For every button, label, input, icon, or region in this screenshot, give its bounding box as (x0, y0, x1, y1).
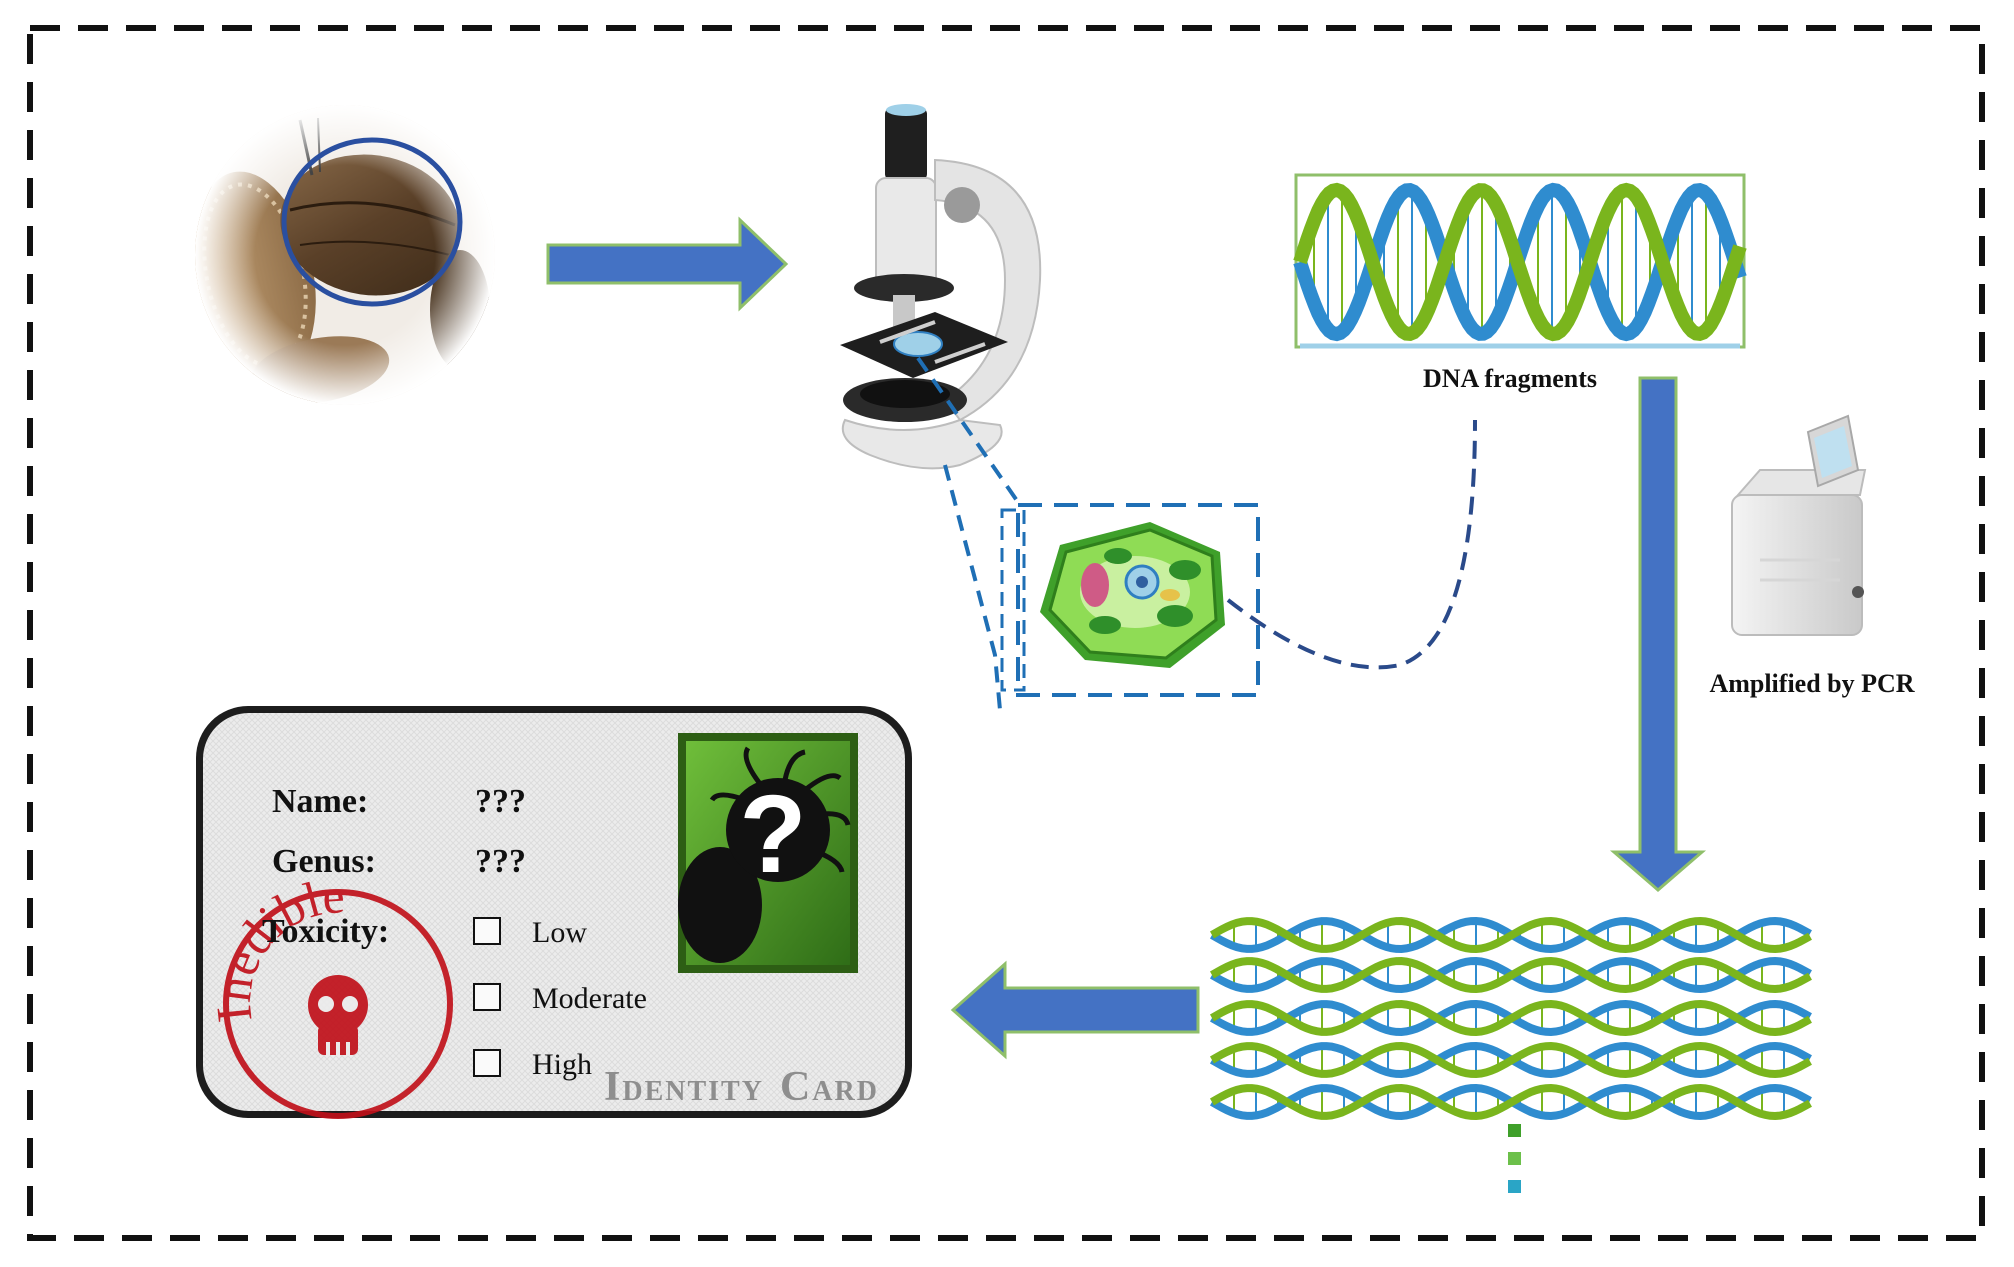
checkbox-low[interactable] (473, 917, 501, 945)
continuation-dots (1508, 1124, 1521, 1193)
amplified-dna-strand-strand-green (1209, 916, 1812, 954)
arrow-to-identity-card (950, 960, 1200, 1060)
amplified-dna-strand-strand-green (1209, 956, 1812, 994)
amplified-dna-strand (1209, 956, 1812, 994)
amplified-dna-strand (1209, 916, 1812, 954)
microscope-icon (840, 104, 1042, 470)
identity-card: Name: ??? Genus: ??? Inedible Toxicity: … (196, 706, 912, 1119)
card-name-value: ??? (475, 783, 526, 820)
card-name-label: Name: (272, 783, 368, 820)
zoom-line-to-dna (1226, 419, 1477, 670)
cell-zoom-box-outer (1016, 503, 1260, 697)
amplified-dna-strand-strand-green (1209, 1041, 1812, 1079)
zoom-line-left (943, 464, 1002, 711)
option-high-label: High (532, 1048, 592, 1081)
arrow-to-microscope (546, 216, 789, 312)
amplified-dna-strand (1209, 1041, 1812, 1079)
amplified-by-pcr-label: Amplified by PCR (1709, 669, 1914, 698)
amplified-dna-strand-strand-green (1209, 999, 1812, 1037)
option-low-label: Low (532, 916, 587, 949)
dna-fragment-helix (1293, 182, 1747, 342)
amplified-dna-strand (1209, 999, 1812, 1037)
arrow-pcr-amplification (1609, 376, 1707, 892)
card-toxicity-label: Toxicity: (262, 913, 389, 950)
option-moderate-label: Moderate (532, 982, 647, 1015)
dna-helix-icon (1293, 173, 1747, 349)
dna-fragment-helix-strand-green (1293, 182, 1747, 342)
card-genus-label: Genus: (272, 843, 376, 880)
cell-zoom-box-inner (1000, 508, 1026, 692)
amplified-dna-strand-strand-green (1209, 1083, 1812, 1121)
checkbox-high[interactable] (473, 1049, 501, 1077)
pcr-machine-icon (1731, 414, 1867, 636)
card-genus-value: ??? (475, 843, 526, 880)
checkbox-moderate[interactable] (473, 983, 501, 1011)
plant-cell-icon (1040, 522, 1225, 668)
amplified-dna-strand (1209, 1083, 1812, 1121)
dna-fragments-label: DNA fragments (1423, 364, 1597, 393)
mystery-organism-icon: ? (678, 733, 858, 973)
outer-dashed-frame (27, 25, 1985, 1241)
question-mark-glyph: ? (739, 773, 806, 896)
skull-icon (308, 975, 368, 1056)
seed-sample-icon (195, 105, 495, 405)
zoom-line-right (916, 356, 1022, 507)
amplified-dna-strands (1209, 916, 1812, 1121)
